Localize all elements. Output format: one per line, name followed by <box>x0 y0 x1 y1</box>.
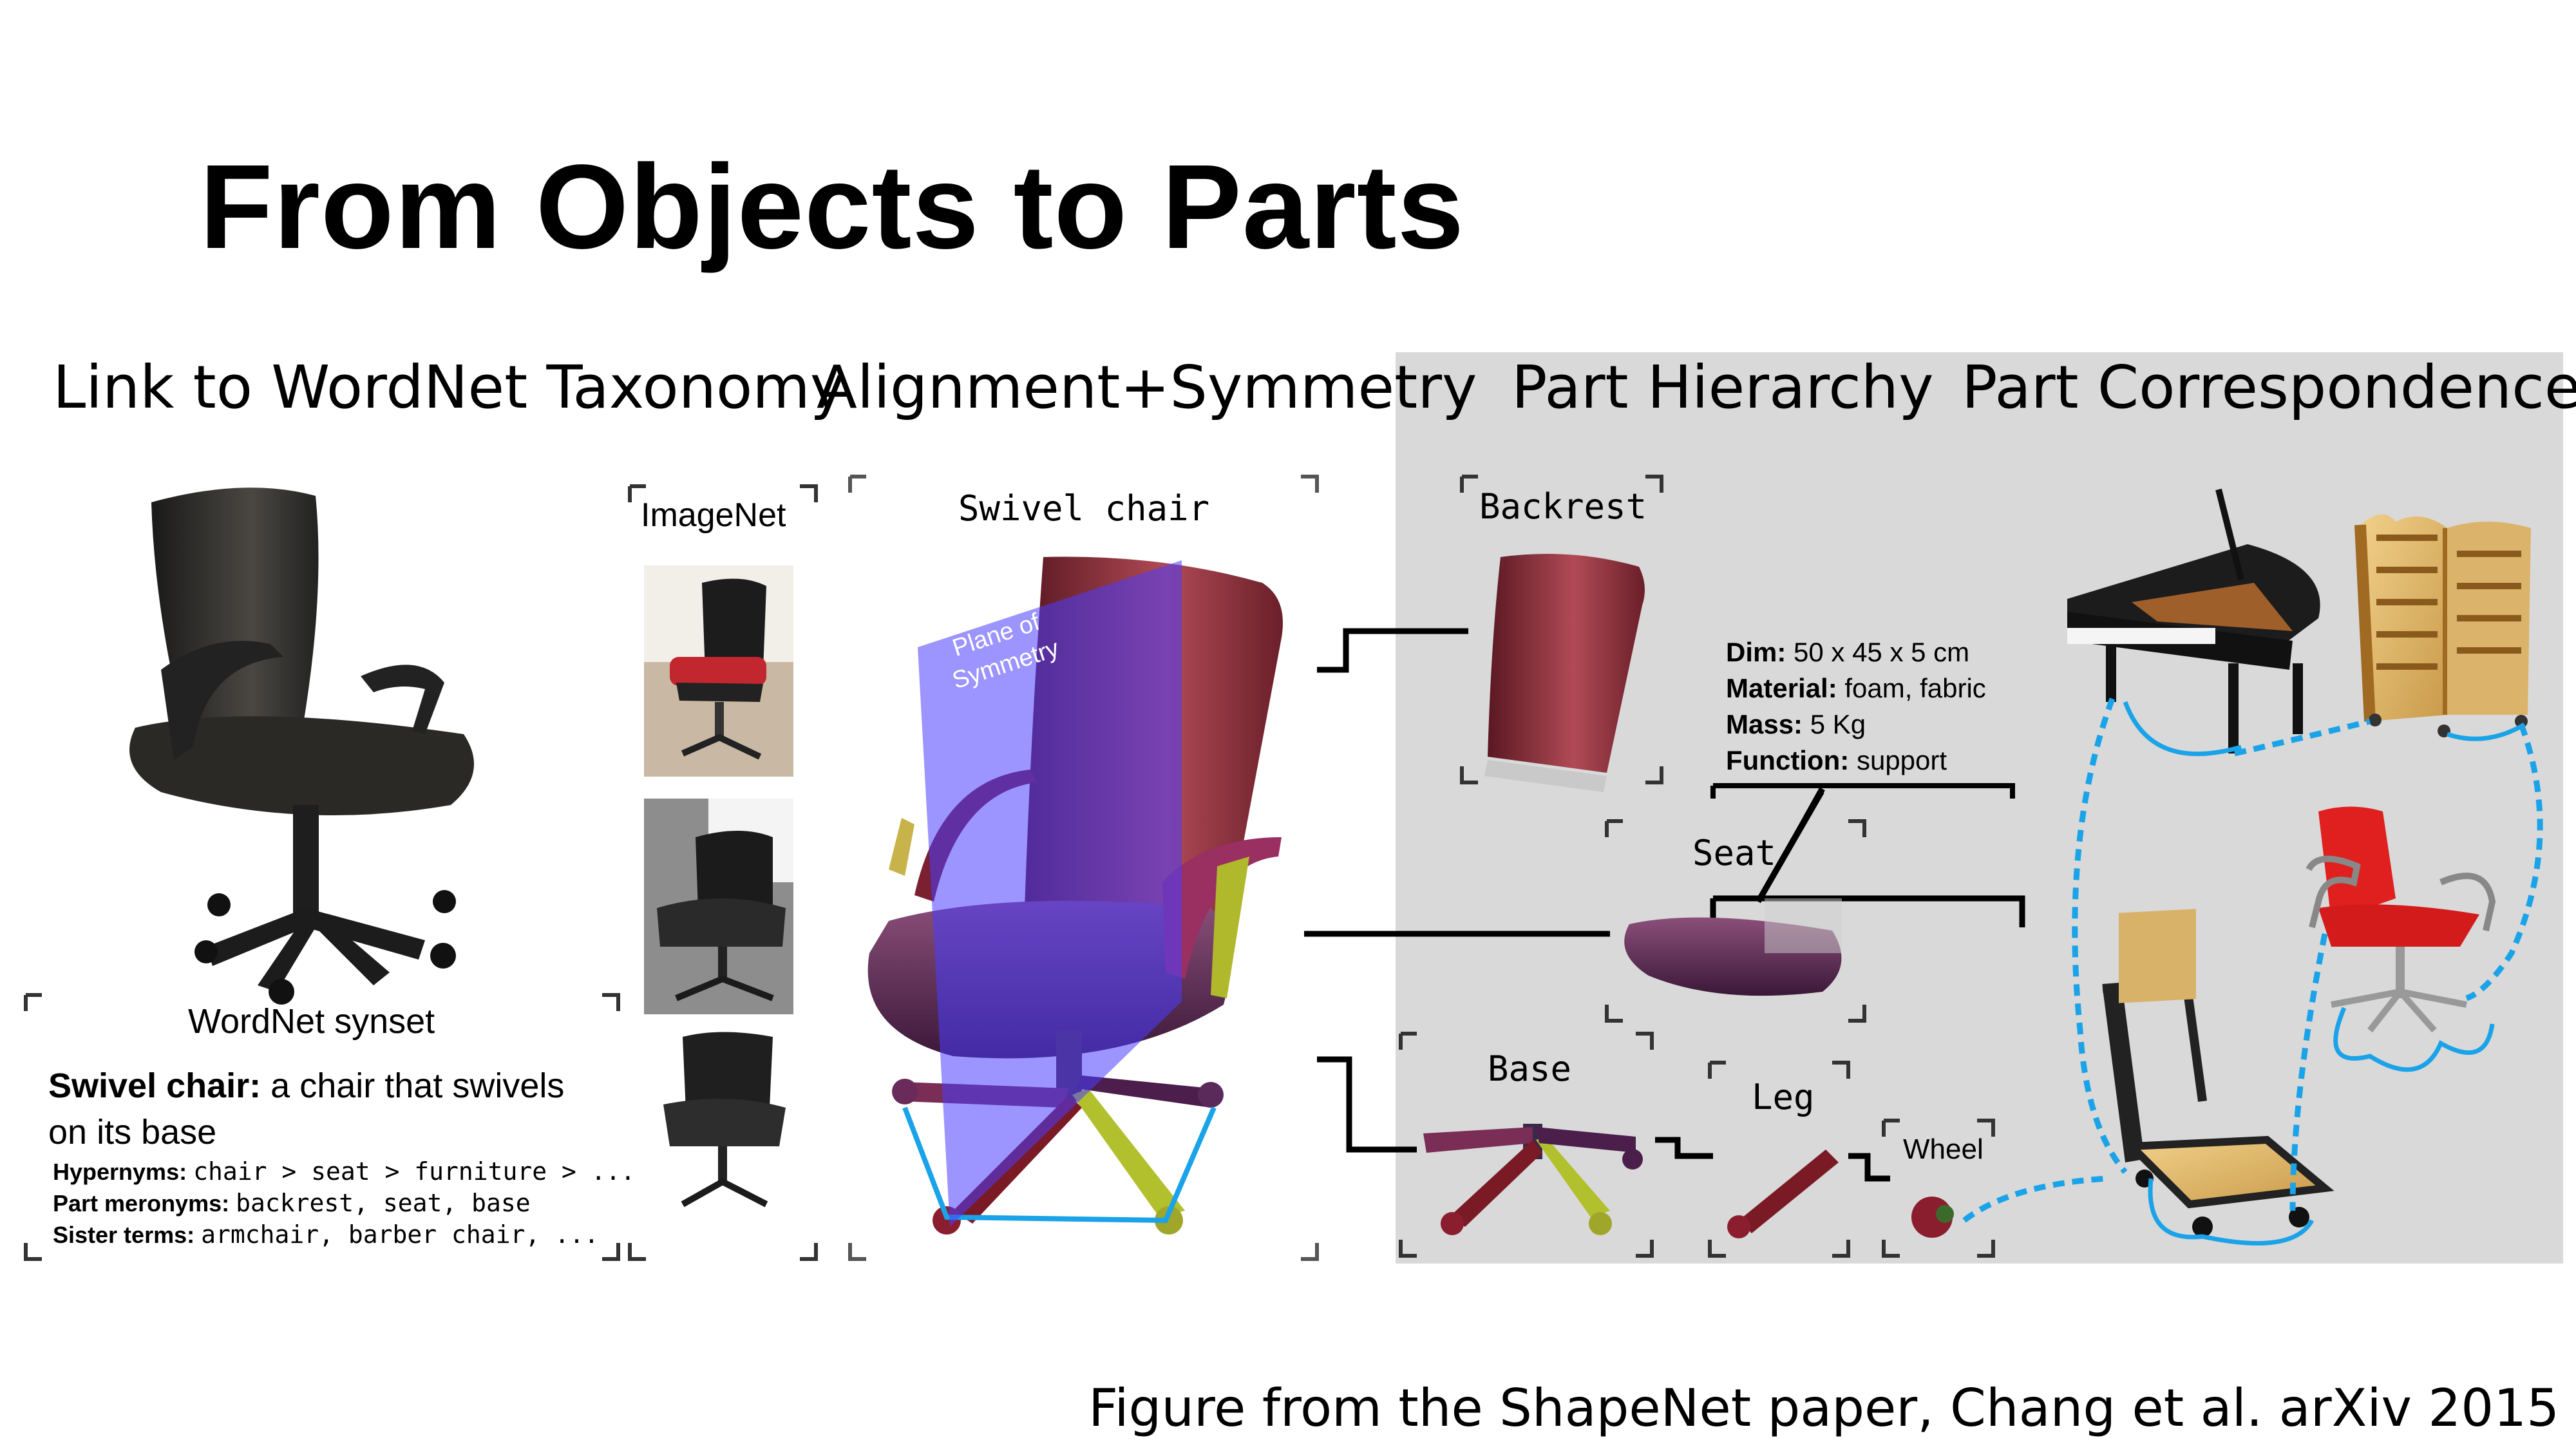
office-chair-render <box>129 488 474 1005</box>
base-label: Base <box>1488 1048 1571 1089</box>
attribute-label: Function: <box>1726 745 1849 775</box>
sister-terms-row: Sister terms: armchair, barber chair, ..… <box>53 1220 599 1249</box>
attribute-value: 5 Kg <box>1810 709 1866 739</box>
attribute-value: foam, fabric <box>1844 673 1985 703</box>
wordnet-definition: Swivel chair: a chair that swivels on it… <box>48 1063 602 1155</box>
attribute-row: Material: foam, fabric <box>1726 670 1986 706</box>
figure-caption: Figure from the ShapeNet paper, Chang et… <box>1088 1378 2559 1438</box>
seat-attributes: Dim: 50 x 45 x 5 cm Material: foam, fabr… <box>1726 634 1986 779</box>
attribute-label: Mass: <box>1726 709 1803 739</box>
sister-terms-label: Sister terms: <box>53 1222 194 1248</box>
attribute-value: support <box>1857 745 1947 775</box>
red-chair-render <box>2309 807 2492 1031</box>
imagenet-photo-1 <box>644 565 793 777</box>
attribute-row: Dim: 50 x 45 x 5 cm <box>1726 634 1986 670</box>
meronyms-value: backrest, seat, base <box>236 1189 531 1217</box>
attribute-value: 50 x 45 x 5 cm <box>1794 637 1969 667</box>
attribute-row: Function: support <box>1726 743 1986 779</box>
backrest-part <box>1488 554 1645 773</box>
imagenet-photo-3 <box>663 1032 786 1205</box>
base-part <box>1423 1124 1643 1235</box>
imagenet-label: ImageNet <box>641 496 786 535</box>
swivel-chair-model-label: Swivel chair <box>958 488 1209 529</box>
imagenet-photo-2 <box>644 799 793 1014</box>
definition-term: Swivel chair: <box>48 1066 261 1105</box>
wheel-label: Wheel <box>1903 1133 1984 1166</box>
meronyms-label: Part meronyms: <box>53 1190 229 1217</box>
seat-label: Seat <box>1692 833 1776 873</box>
attribute-row: Mass: 5 Kg <box>1726 706 1986 743</box>
hypernyms-row: Hypernyms: chair > seat > furniture > ..… <box>53 1157 635 1186</box>
attribute-label: Material: <box>1726 673 1837 703</box>
leg-part <box>1739 1150 1839 1233</box>
hypernyms-value: chair > seat > furniture > ... <box>193 1157 635 1186</box>
sister-terms-value: armchair, barber chair, ... <box>201 1220 599 1249</box>
attribute-label: Dim: <box>1726 637 1786 667</box>
backrest-label: Backrest <box>1479 486 1647 527</box>
meronyms-row: Part meronyms: backrest, seat, base <box>53 1189 531 1217</box>
leg-label: Leg <box>1752 1077 1815 1117</box>
hypernyms-label: Hypernyms: <box>53 1159 187 1185</box>
wooden-screen-render <box>2360 515 2531 737</box>
grand-piano-render <box>2067 489 2320 753</box>
wordnet-synset-label: WordNet synset <box>188 1001 435 1041</box>
